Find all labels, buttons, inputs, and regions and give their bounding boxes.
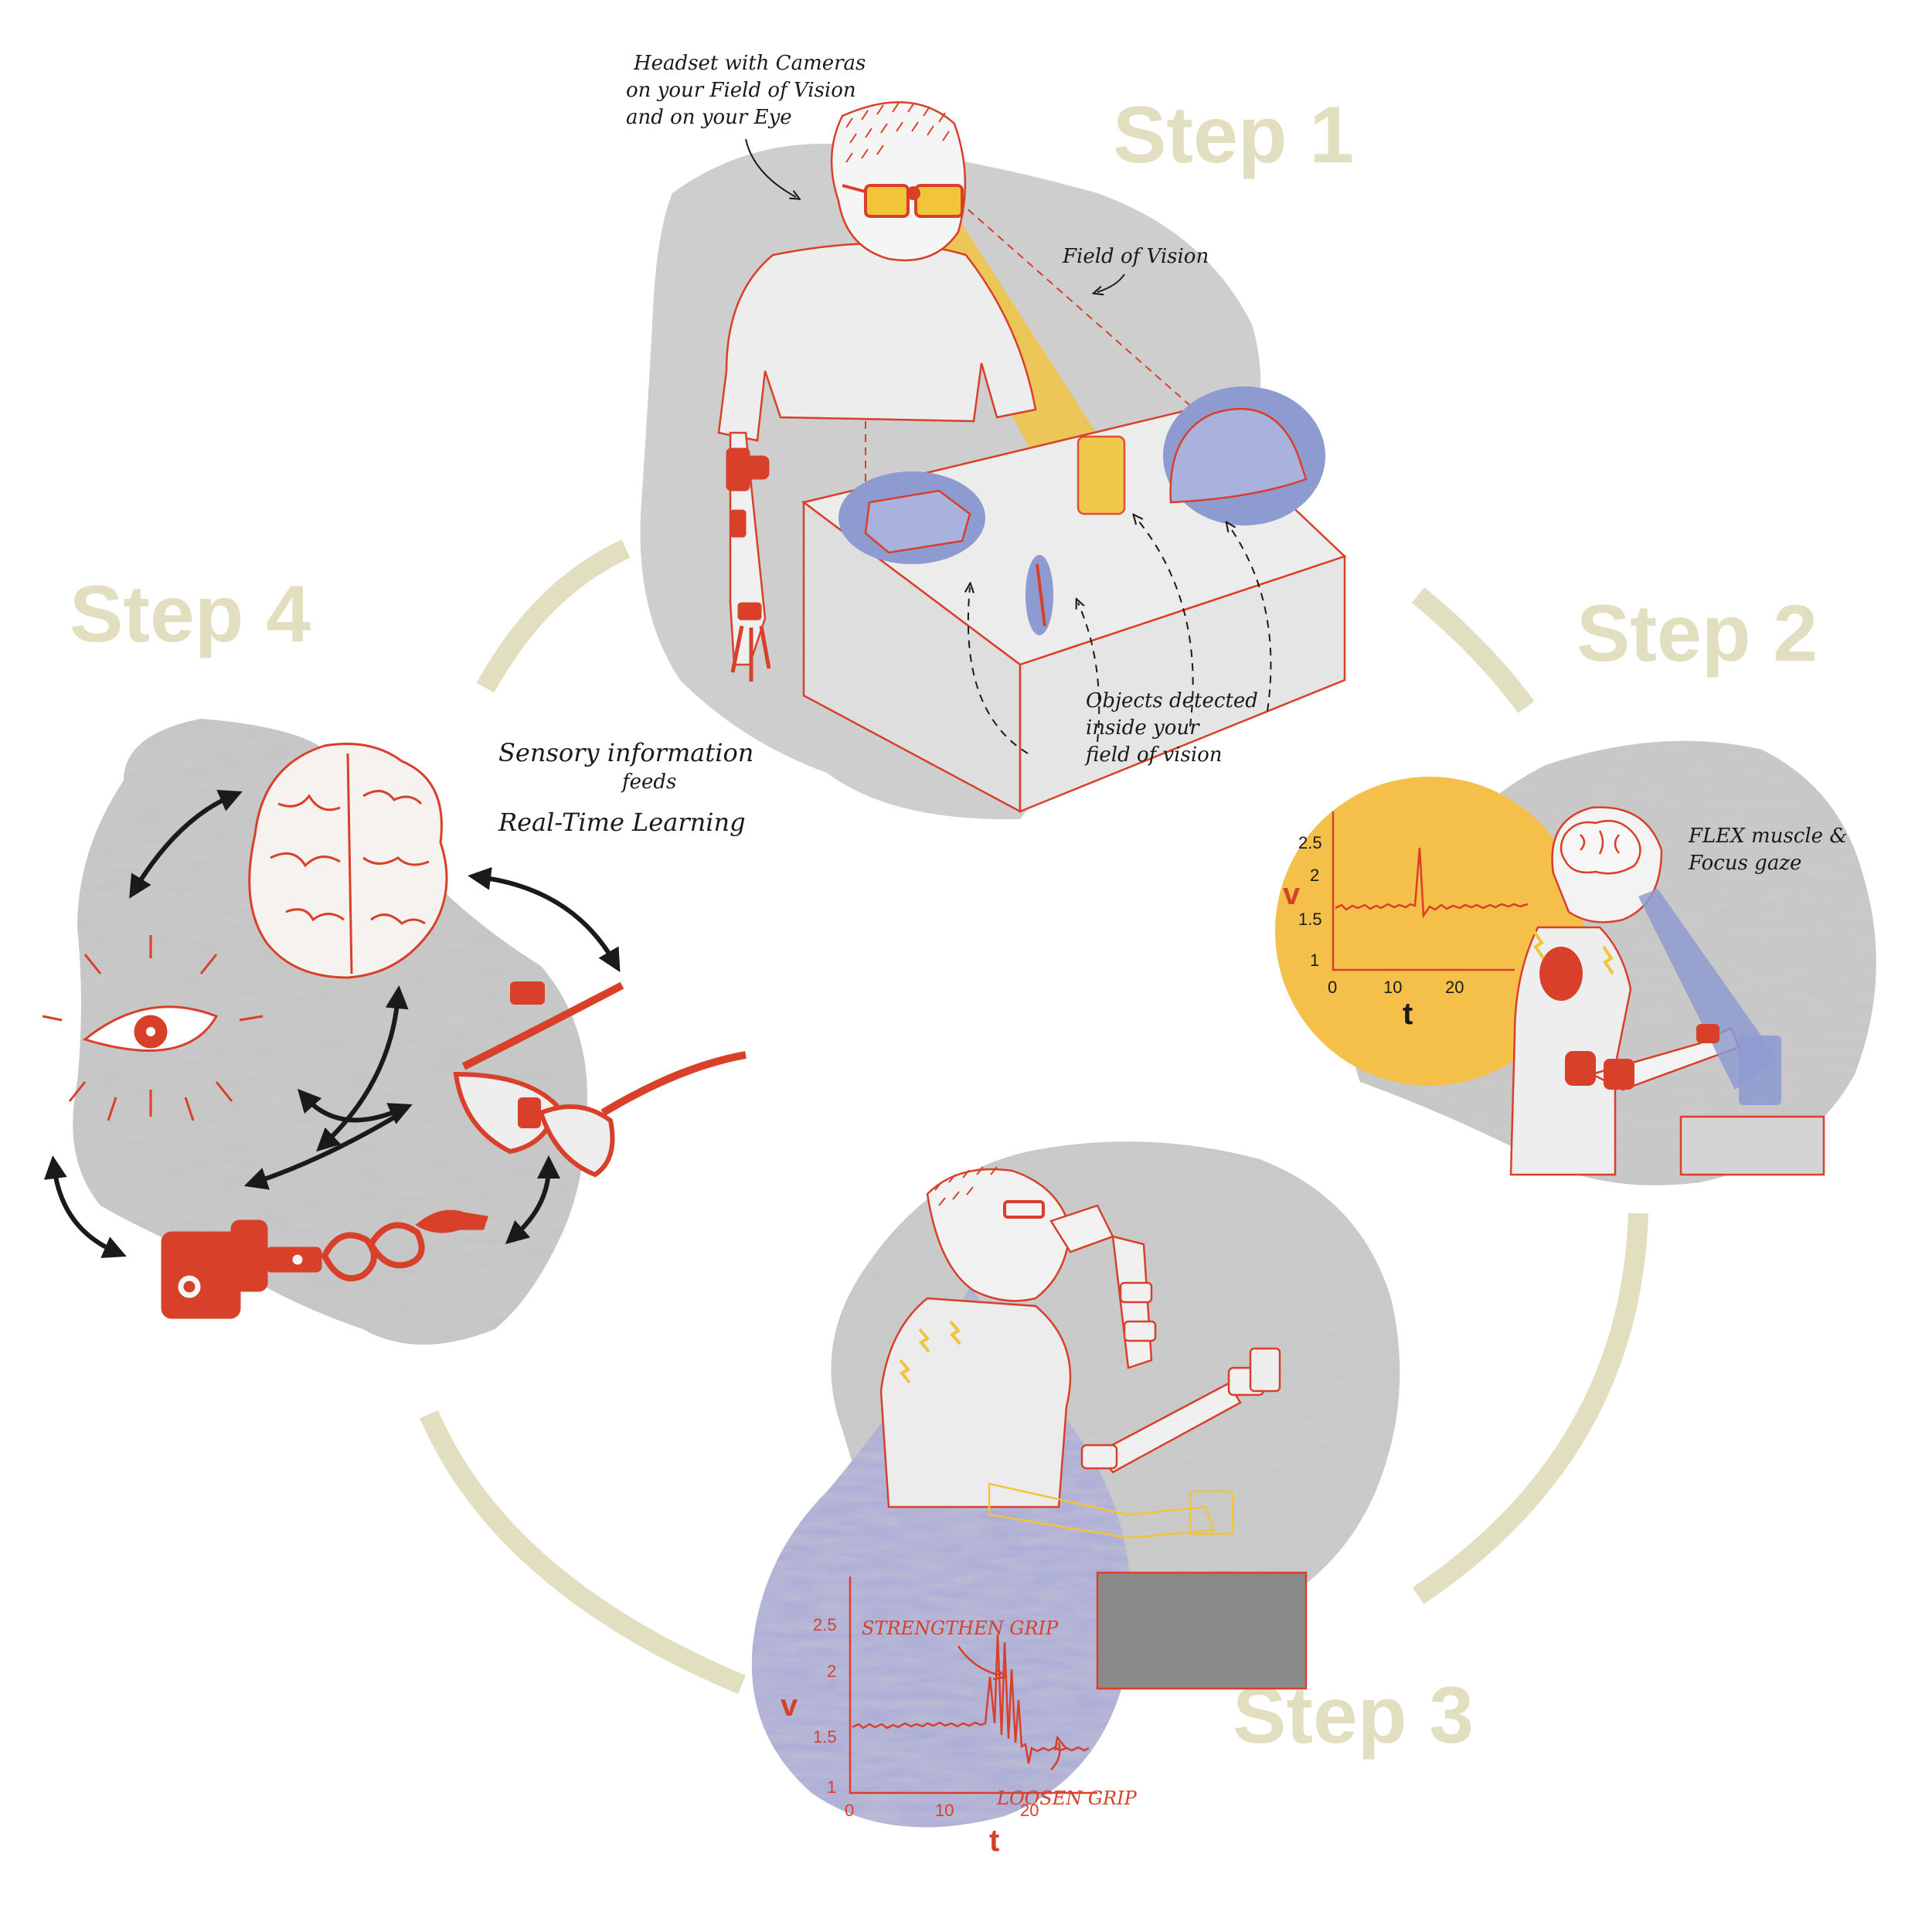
step-3-panel: 2.5 2 1.5 1 v 0 10 20 t STRENGTHEN GRIP … — [751, 1141, 1400, 1858]
headset-annotation-line-1: Headset with Cameras — [633, 52, 866, 75]
step-3-x-tick-20: 20 — [1020, 1801, 1039, 1820]
glass-icon — [1077, 435, 1126, 515]
step-3-table — [1096, 1571, 1308, 1690]
loosen-grip-annotation: LOOSEN GRIP — [996, 1787, 1138, 1809]
arrow-eye-arm — [243, 1111, 403, 1190]
step-4-annotation-line-2: feeds — [621, 770, 676, 794]
step-4-annotation: Sensory information feeds Real-Time Lear… — [498, 738, 753, 837]
objects-annotation-line-3: field of vision — [1084, 743, 1223, 767]
step-4-annotation-line-3: Real-Time Learning — [498, 808, 746, 837]
objects-annotation: Objects detected inside your field of vi… — [1084, 689, 1258, 767]
step-2-axis-labels: 2.5 2 1.5 1 v 0 10 20 t — [1283, 833, 1464, 1031]
pen-icon — [1036, 563, 1046, 627]
step-3-cup-icon — [1249, 1347, 1281, 1393]
step-2-x-tick-20: 20 — [1445, 978, 1464, 997]
step-3-x-tick-10: 10 — [935, 1801, 954, 1820]
step-3-axis-labels: 2.5 2 1.5 1 v 0 10 20 t STRENGTHEN GRIP … — [781, 1615, 1138, 1858]
step-2-y-label: v — [1283, 877, 1301, 911]
brain-icon — [248, 743, 448, 979]
step-3-y-tick-2-5: 2.5 — [813, 1615, 837, 1634]
step-3-signal-line — [852, 1634, 1090, 1764]
step-2-annotation-line-1: FLEX muscle & — [1688, 825, 1847, 848]
step-3-y-tick-1: 1 — [827, 1777, 836, 1797]
step-2-y-tick-2-5: 2.5 — [1298, 833, 1322, 852]
step-2-panel: 2.5 2 1.5 1 v 0 10 20 t — [1275, 740, 1876, 1185]
detection-arrows — [968, 518, 1272, 754]
step-2-muscle-icon — [1539, 947, 1719, 1090]
step-2-x-tick-10: 10 — [1383, 978, 1402, 997]
cycle-arc-top-right — [1411, 587, 1535, 713]
headset-annotation: Headset with Cameras on your Field of Vi… — [626, 52, 866, 197]
step-3-y-tick-2: 2 — [827, 1662, 836, 1681]
arrow-arm-glasses — [505, 1155, 560, 1244]
book-icon — [864, 489, 971, 554]
step-2-table — [1679, 1115, 1825, 1176]
step-2-signal-line — [1335, 847, 1529, 919]
field-of-vision-annotation-arrow — [1097, 274, 1125, 292]
step-1-head — [830, 100, 967, 262]
headset-annotation-line-2: on your Field of Vision — [626, 79, 856, 102]
cycle-arc-bottom-left — [420, 1410, 747, 1694]
step-1-prosthetic-arm — [726, 447, 771, 682]
step-3-x-tick-0: 0 — [845, 1801, 854, 1820]
strengthen-grip-arrow — [957, 1645, 1001, 1675]
step-2-y-tick-1-5: 1.5 — [1298, 910, 1322, 929]
step-4-panel: Sensory information feeds Real-Time Lear… — [42, 719, 753, 1345]
step-1-label: Step 1 — [1113, 90, 1354, 180]
step-4-annotation-line-1: Sensory information — [498, 738, 753, 767]
cycle-arc-top-left — [476, 539, 631, 693]
arrow-eye-robot — [43, 1155, 127, 1258]
step-2-graph — [1332, 811, 1529, 971]
step-3-y-tick-1-5: 1.5 — [813, 1727, 837, 1747]
step-1-hair — [845, 102, 950, 163]
strengthen-grip-annotation: STRENGTHEN GRIP — [862, 1617, 1059, 1639]
glasses-icon — [453, 981, 747, 1178]
step-3-axes — [849, 1577, 1097, 1794]
table-objects — [838, 386, 1325, 635]
headset-annotation-line-3: and on your Eye — [626, 106, 792, 129]
objects-annotation-line-2: inside your — [1086, 716, 1200, 740]
step-2-cup-icon — [1739, 1036, 1781, 1105]
step-2-x-tick-0: 0 — [1328, 978, 1337, 997]
loosen-grip-arrow — [1050, 1743, 1060, 1770]
step-2-y-tick-2: 2 — [1310, 866, 1319, 885]
step-2-axes — [1332, 811, 1515, 971]
step-3-hair — [934, 1166, 998, 1206]
step-3-glasses — [1003, 1200, 1045, 1219]
eye-icon — [42, 935, 264, 1121]
step-2-y-tick-1: 1 — [1310, 951, 1319, 970]
objects-annotation-line-1: Objects detected — [1086, 689, 1258, 713]
step-3-spark-icons — [899, 1320, 961, 1384]
cap-icon — [1169, 407, 1308, 504]
arrow-brain-eye — [129, 790, 243, 899]
step-1-panel: Headset with Cameras on your Field of Vi… — [626, 52, 1347, 819]
headset-annotation-arrow — [745, 138, 796, 197]
step-3-prosthetic-arm-raised — [1111, 1235, 1157, 1369]
arrow-eye-glasses — [297, 1088, 413, 1124]
step-2-spark-icons — [1532, 930, 1614, 975]
headset-glasses — [842, 184, 964, 218]
step-2-graph-background — [1275, 777, 1584, 1086]
cycle-ring — [420, 539, 1648, 1694]
step-3-y-label: v — [781, 1689, 798, 1723]
step-3-ghost-arm — [988, 1482, 1234, 1539]
feedback-arrows — [43, 790, 621, 1258]
cycle-arc-bottom-right — [1412, 1213, 1648, 1604]
step-2-x-label: t — [1403, 997, 1413, 1031]
arrow-brain-arm — [316, 985, 409, 1152]
step-4-label: Step 4 — [70, 570, 311, 659]
step-2-annotation-line-2: Focus gaze — [1688, 852, 1801, 875]
step-2-brain-icon — [1560, 819, 1641, 875]
field-of-vision-lines — [865, 200, 1222, 696]
eye-rays — [42, 935, 264, 1121]
step-3-x-label: t — [989, 1824, 999, 1858]
field-of-vision-annotation: Field of Vision — [1062, 245, 1209, 268]
arrow-brain-glasses — [468, 866, 621, 972]
robotic-arm-icon — [161, 1209, 488, 1319]
step-2-label: Step 2 — [1577, 589, 1818, 679]
step-3-graph — [849, 1577, 1097, 1794]
step-2-annotation: FLEX muscle & Focus gaze — [1688, 825, 1847, 875]
